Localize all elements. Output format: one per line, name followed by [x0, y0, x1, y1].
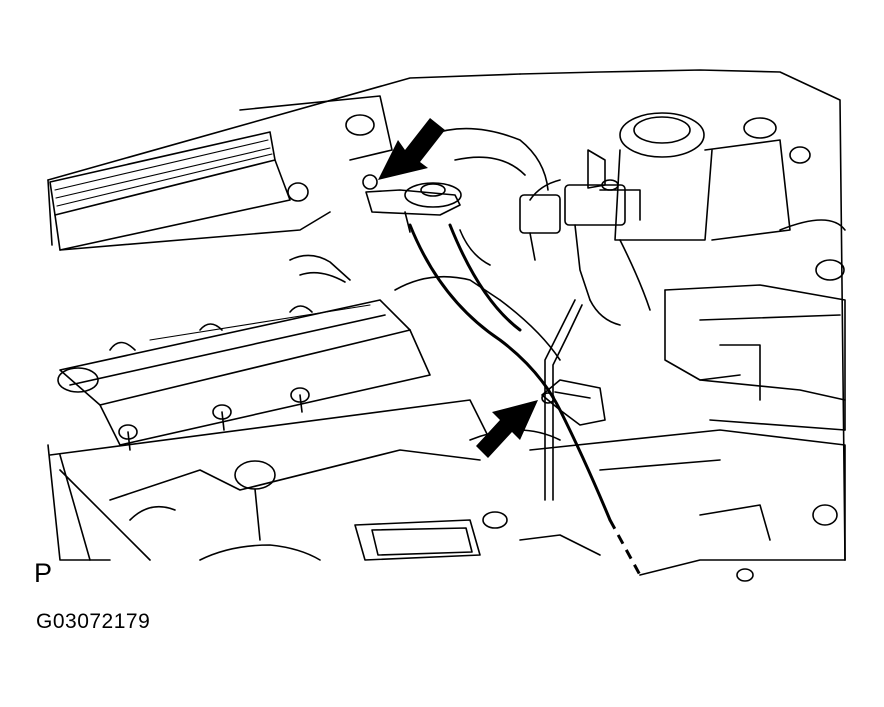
vacuum-valves — [519, 179, 641, 301]
routing-line — [408, 223, 642, 576]
cylinder-head-cover — [57, 299, 431, 451]
upper-bracket-arrow-icon — [378, 118, 445, 180]
cowl-grille — [49, 95, 393, 251]
strut-tower — [429, 127, 549, 191]
intake-duct — [469, 429, 846, 576]
lower-clamp-bracket — [541, 379, 606, 426]
figure-code: G03072179 — [36, 610, 151, 633]
brake-booster — [587, 112, 811, 241]
lower-bracket-arrow-icon — [476, 400, 538, 458]
hood-outline — [47, 69, 846, 561]
lower-right-parts — [699, 504, 838, 582]
intake-manifold — [49, 399, 601, 561]
corner-letter: P — [34, 558, 53, 588]
relay-box — [664, 219, 846, 431]
upper-mount-bracket — [362, 174, 462, 233]
